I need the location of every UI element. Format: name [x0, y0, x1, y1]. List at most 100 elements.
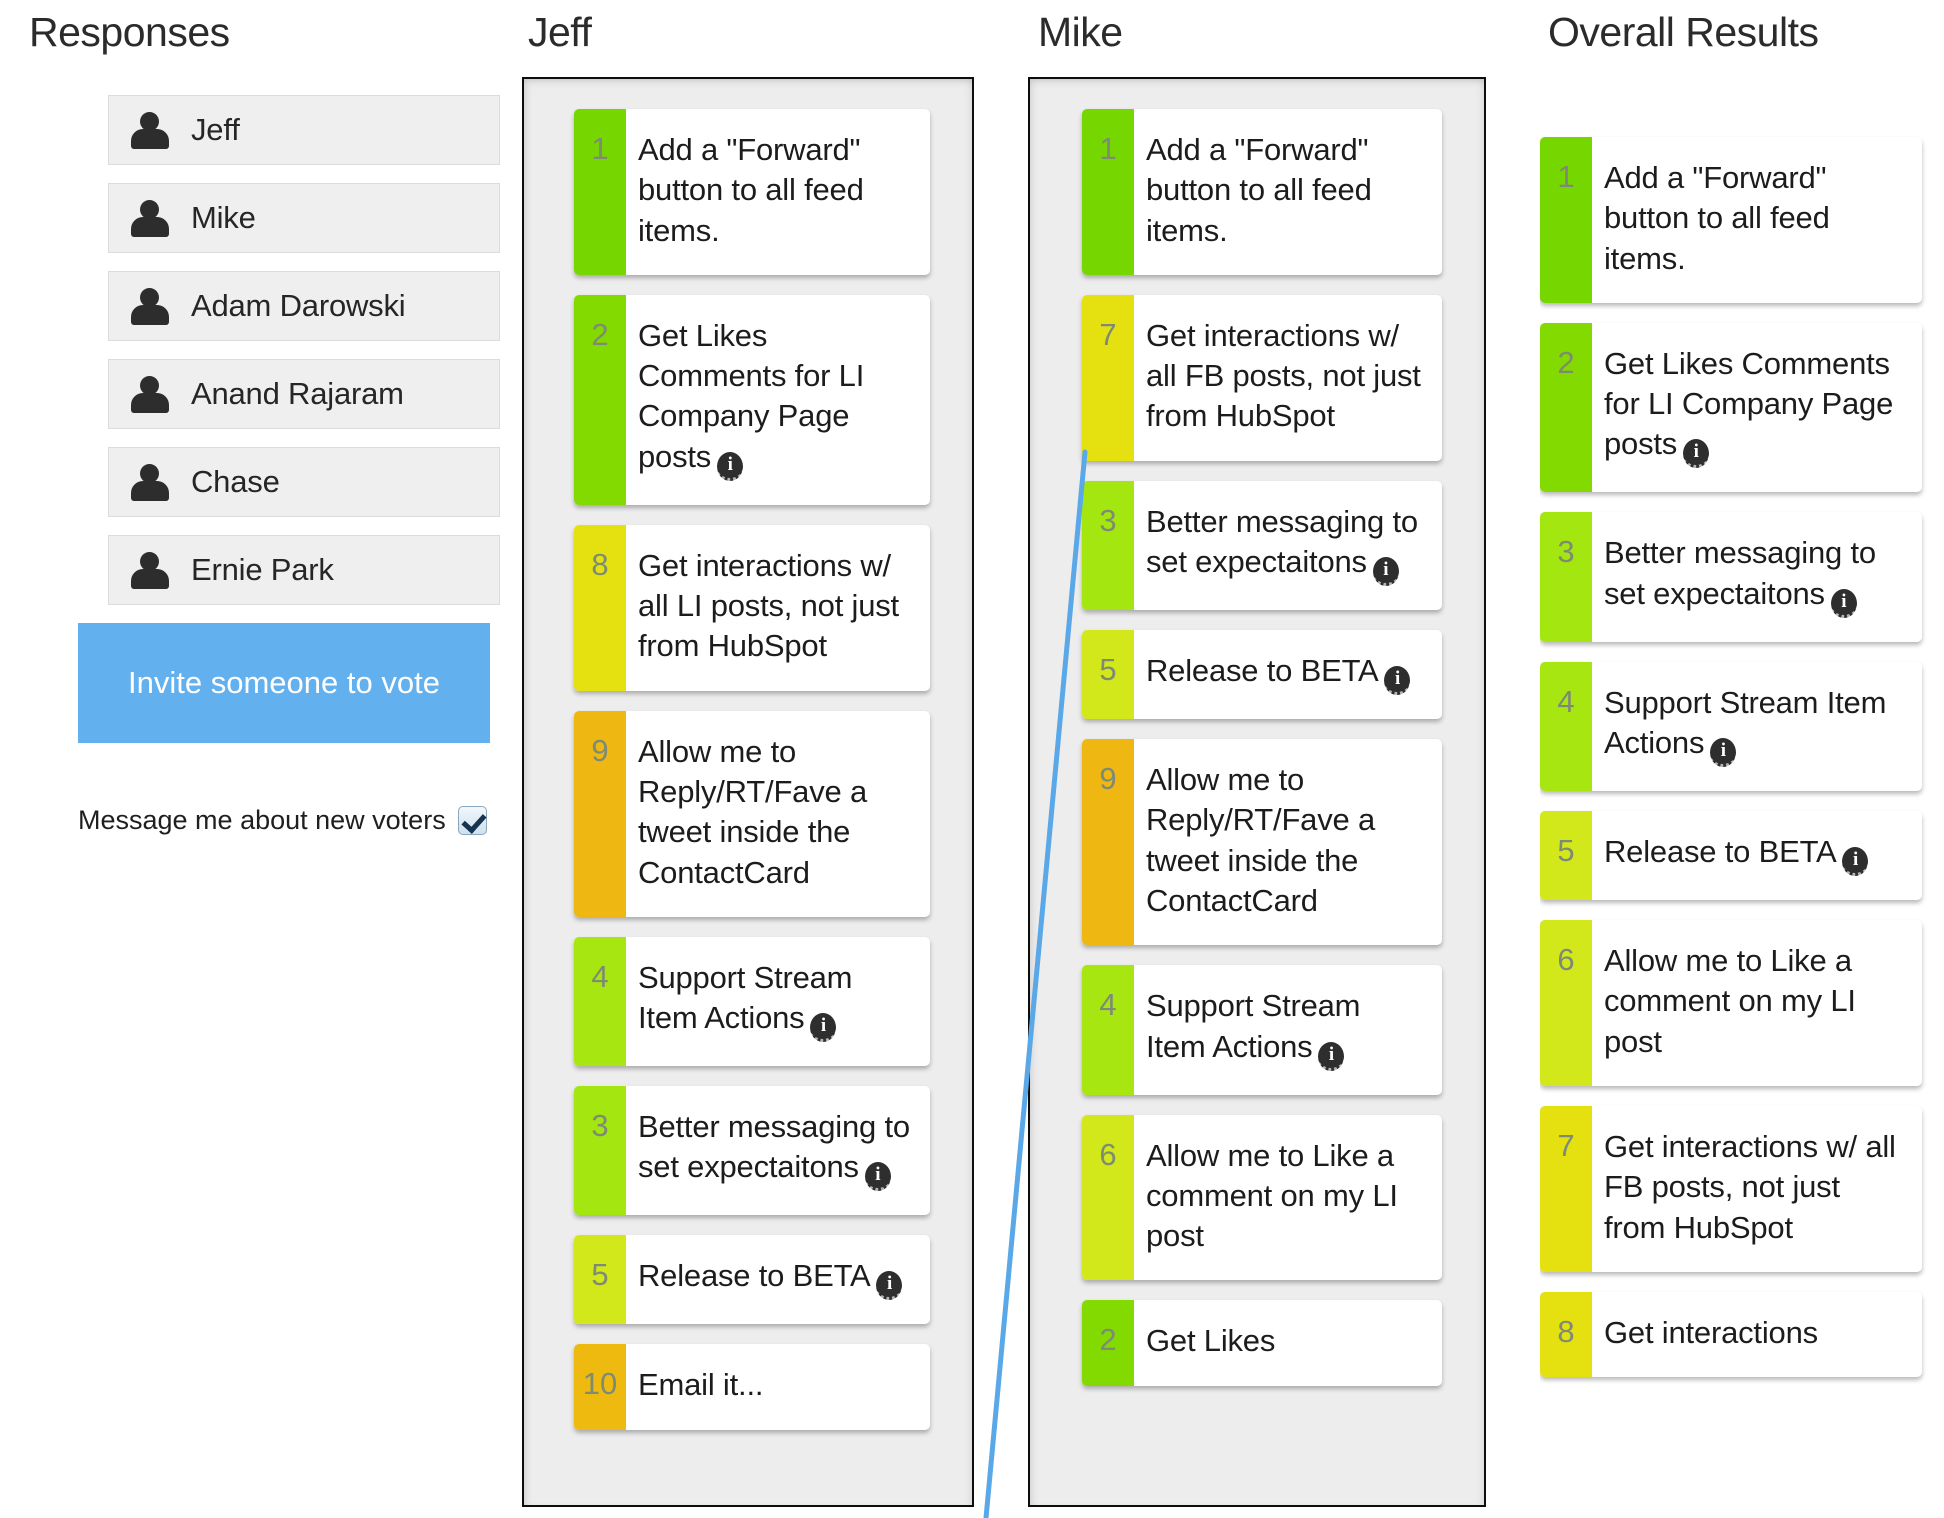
info-icon[interactable]: i: [1384, 666, 1411, 696]
voter-row[interactable]: Anand Rajaram: [108, 359, 500, 429]
voter-row[interactable]: Adam Darowski: [108, 271, 500, 341]
voter-row[interactable]: Jeff: [108, 95, 500, 165]
voter-name: Chase: [191, 464, 280, 499]
card-rank-number: 3: [1540, 512, 1592, 642]
card-text-label: Allow me to Reply/RT/Fave a tweet inside…: [1146, 762, 1376, 918]
card-text-label: Email it...: [638, 1367, 764, 1403]
card-rank-number: 5: [574, 1235, 626, 1325]
info-icon[interactable]: i: [1372, 557, 1399, 587]
voter-row[interactable]: Mike: [108, 183, 500, 253]
card-text-label: Release to BETA: [1146, 653, 1379, 689]
info-icon[interactable]: i: [1683, 439, 1710, 469]
ranking-card[interactable]: 8 Get interactions: [1540, 1291, 1922, 1378]
card-rank-number: 5: [1082, 630, 1134, 720]
card-text-label: Add a "Forward" button to all feed items…: [1146, 132, 1372, 248]
card-text-label: Get Likes Comments for LI Company Page p…: [1604, 345, 1894, 462]
person-icon: [129, 462, 171, 502]
info-icon[interactable]: i: [1318, 1041, 1345, 1071]
person-icon: [129, 110, 171, 150]
card-text: Add a "Forward" button to all feed items…: [1134, 109, 1442, 275]
voter-name: Jeff: [191, 112, 240, 147]
card-rank-number: 4: [1082, 965, 1134, 1095]
card-text-label: Allow me to Reply/RT/Fave a tweet inside…: [638, 733, 868, 890]
card-rank-number: 2: [1082, 1300, 1134, 1386]
card-rank-number: 3: [574, 1086, 626, 1216]
info-icon[interactable]: i: [876, 1271, 903, 1301]
card-text: Allow me to Reply/RT/Fave a tweet inside…: [1134, 739, 1442, 945]
info-icon[interactable]: i: [1710, 738, 1737, 768]
card-text: Allow me to Reply/RT/Fave a tweet inside…: [626, 711, 930, 917]
voter-name: Anand Rajaram: [191, 376, 404, 411]
person-icon: [129, 374, 171, 414]
card-rank-number: 3: [1082, 480, 1134, 611]
card-rank-number: 4: [1540, 661, 1592, 792]
jeff-title: Jeff: [528, 9, 592, 55]
info-icon[interactable]: i: [1842, 847, 1869, 877]
card-text-label: Release to BETA: [1604, 834, 1837, 870]
card-text: Get interactions: [1592, 1292, 1922, 1377]
voter-row[interactable]: Ernie Park: [108, 535, 500, 605]
card-text: Allow me to Like a comment on my LI post: [1592, 920, 1922, 1086]
voter-row[interactable]: Chase: [108, 447, 500, 517]
card-rank-number: 8: [574, 524, 626, 691]
info-icon[interactable]: i: [864, 1162, 891, 1192]
card-rank-number: 6: [1540, 920, 1592, 1086]
card-text-label: Get Likes Comments for LI Company Page p…: [638, 317, 865, 474]
card-text-label: Release to BETA: [638, 1258, 871, 1294]
card-text: Get Likes Comments for LI Company Page p…: [1592, 323, 1922, 493]
invite-someone-to-vote-button[interactable]: Invite someone to vote: [78, 623, 490, 743]
info-icon[interactable]: i: [1830, 588, 1857, 618]
ranking-card[interactable]: 2 Get Likes: [1082, 1300, 1442, 1386]
info-icon[interactable]: i: [717, 451, 744, 481]
card-rank-number: 1: [1540, 137, 1592, 303]
info-icon[interactable]: i: [810, 1013, 837, 1043]
card-text-label: Get interactions w/ all FB posts, not ju…: [1604, 1128, 1896, 1245]
card-rank-number: 9: [1082, 739, 1134, 946]
card-rank-number: 4: [574, 936, 626, 1067]
message-me-checkbox[interactable]: [457, 806, 487, 835]
card-text: Allow me to Like a comment on my LI post: [1134, 1115, 1442, 1281]
card-rank-number: 8: [1540, 1291, 1592, 1378]
card-rank-number: 1: [1082, 109, 1134, 275]
card-text: Add a "Forward" button to all feed items…: [626, 109, 930, 275]
card-text-label: Get Likes: [1146, 1323, 1276, 1359]
message-me-about-new-voters-row: Message me about new voters: [78, 805, 504, 836]
card-text: Get interactions w/ all FB posts, not ju…: [1134, 295, 1442, 461]
card-text: Get Likes Comments for LI Company Page p…: [626, 295, 930, 505]
card-rank-number: 5: [1540, 811, 1592, 901]
card-text-label: Get interactions: [1604, 1314, 1818, 1350]
responses-title: Responses: [29, 9, 230, 55]
